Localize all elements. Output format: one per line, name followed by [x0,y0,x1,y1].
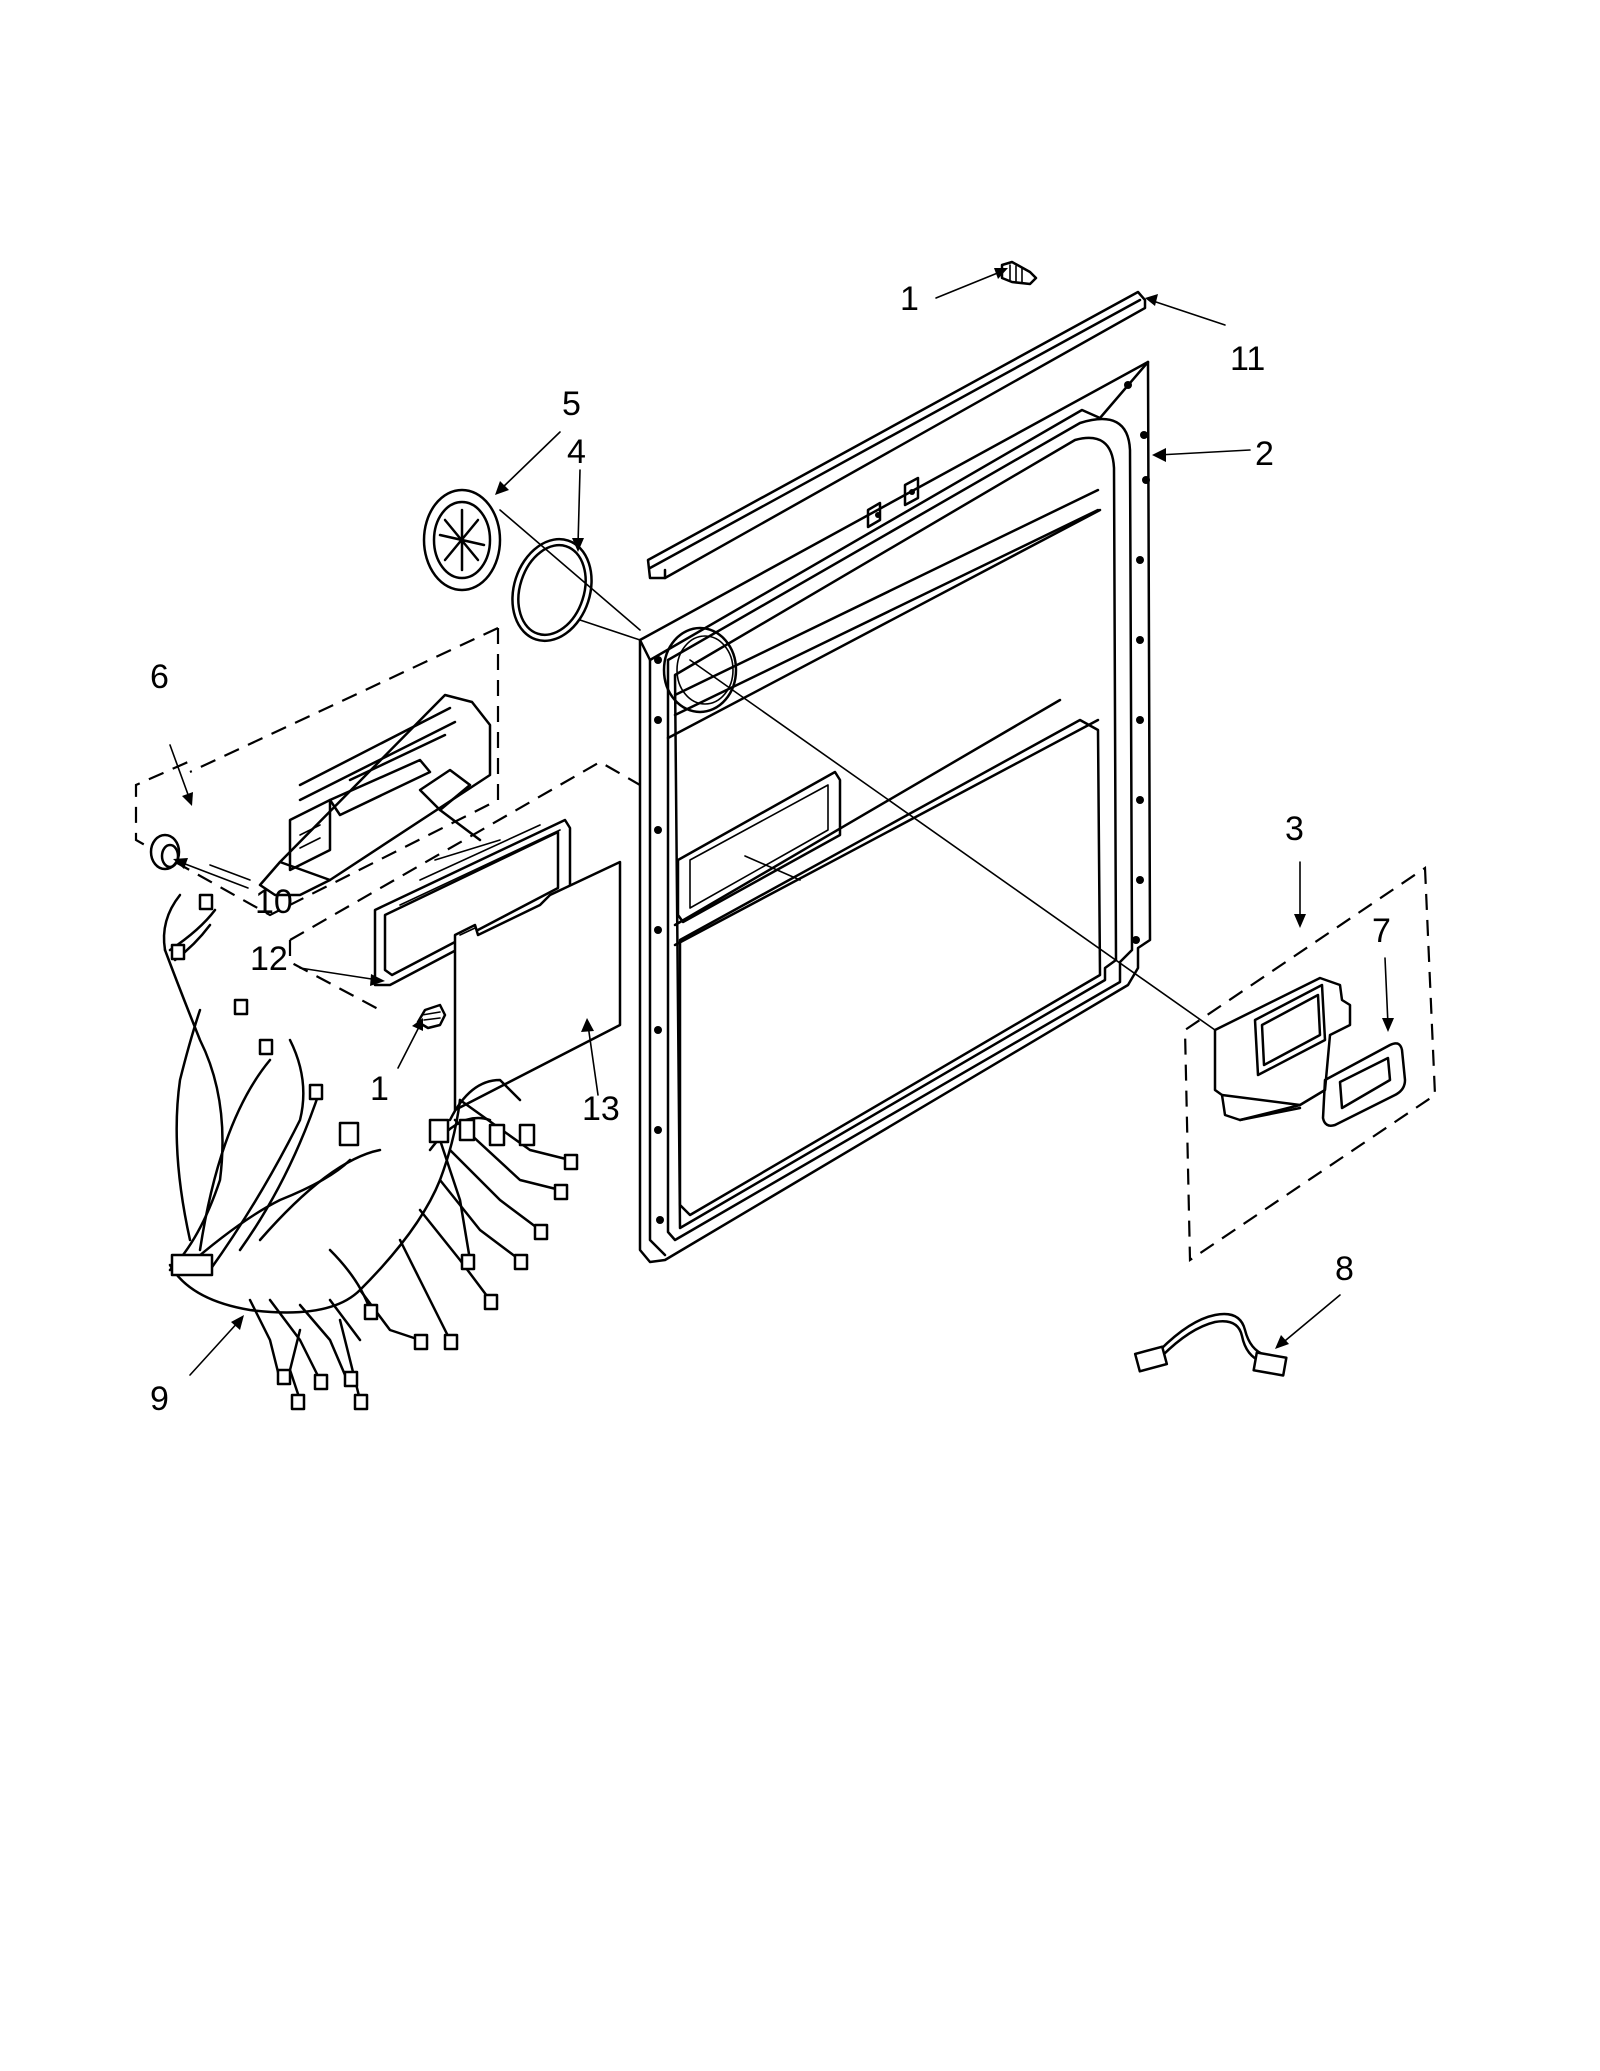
vent-cap [422,488,502,592]
top-door-trim [646,290,1147,580]
inner-door-panel [638,360,1152,1264]
callout-6: 6 [150,658,169,696]
callout-12: 12 [250,940,288,978]
callout-11: 11 [1230,340,1265,378]
panel-screw-holes [654,381,1150,1224]
callout-1-top: 1 [900,280,919,318]
control-board-cover [453,860,622,1112]
callout-13: 13 [582,1090,620,1128]
vent-gasket [511,537,593,643]
screw-top [1000,260,1038,286]
callout-5: 5 [562,385,581,423]
dispenser-group [134,627,500,917]
callout-10: 10 [255,883,293,921]
callout-7: 7 [1372,912,1391,950]
callout-9: 9 [150,1380,169,1418]
assembly-lines [209,509,1216,1031]
callout-3: 3 [1285,810,1304,848]
callout-8: 8 [1335,1250,1354,1288]
callout-labels: 1 11 2 5 4 6 10 12 1 13 3 7 8 9 [150,280,1391,1418]
callout-1-mid: 1 [370,1070,389,1108]
leader-arrows [169,268,1394,1376]
control-bracket-outline [288,760,641,1011]
dispenser-knob [149,833,181,871]
jumper-wire [1133,1312,1288,1377]
callout-2: 2 [1255,435,1274,473]
wire-harness [162,893,579,1411]
callout-4: 4 [567,433,586,471]
vent-fan-group [1183,865,1437,1263]
fan-gasket [1321,1042,1407,1127]
